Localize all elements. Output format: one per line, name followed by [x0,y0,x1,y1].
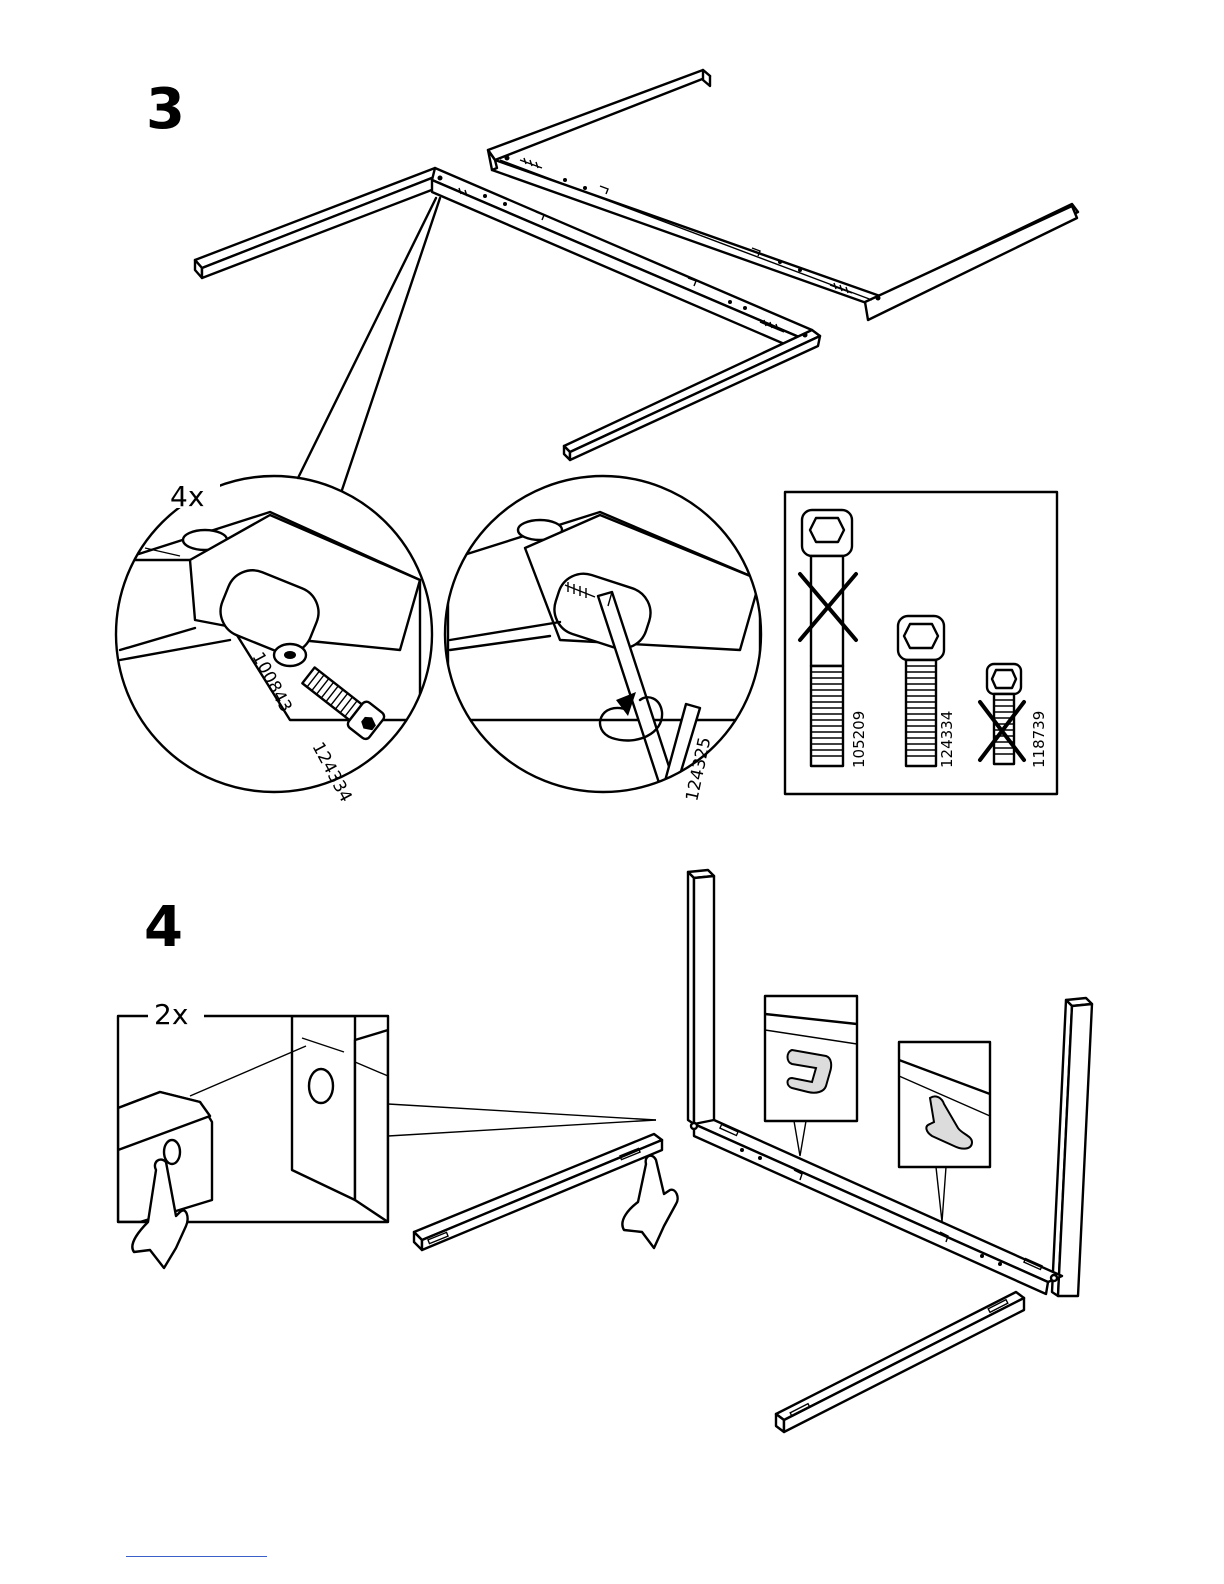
callout-line [342,198,440,490]
bolt-long [800,510,856,766]
callout-line [298,198,436,478]
step-4-number: 4 [144,895,183,960]
frame-right [488,70,1078,320]
frame-left [195,168,820,460]
step-4-quantity: 2x [154,998,188,1031]
detail-slot-hook-1 [765,996,857,1156]
crossbar-front-left [414,1134,678,1250]
pointing-finger-icon [622,1156,677,1248]
step-3-number: 3 [146,77,185,142]
detail-push-button [118,1016,388,1268]
detail-slot-hook-2 [899,1042,990,1222]
bolt-code-short: 118739 [1030,711,1048,768]
bolt-code-long: 105209 [850,711,868,768]
callout-line [388,1120,656,1136]
step-3-quantity: 4x [170,480,204,513]
bolt-comparison-box [785,492,1057,794]
bolt-code-medium: 124334 [938,711,956,768]
frame-assembly [688,870,1092,1432]
footer-rule [126,1556,267,1557]
bolt-short [980,664,1024,764]
detail-bolt-insertion [116,476,432,792]
callout-line [388,1104,656,1120]
